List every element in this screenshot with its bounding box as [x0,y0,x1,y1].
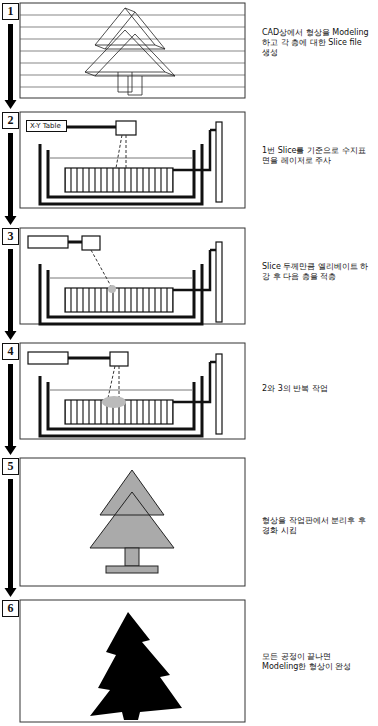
finished-panel [20,600,245,722]
step-arrow [5,24,17,109]
step-number-text: 6 [8,601,14,615]
step-description: CAD상에서 형상을 Modeling하고 각 층에 대한 Slice file… [262,28,370,58]
step-number-text: 4 [8,344,14,358]
step-number-text: 1 [8,4,14,18]
step-arrow [5,479,17,597]
step-number-text: 2 [8,113,14,127]
step-number: 4 [2,343,19,360]
step-number: 3 [2,228,19,245]
step-arrow [5,364,17,455]
elevator-panel [20,228,245,324]
step-number: 1 [2,3,19,20]
step-number: 5 [2,458,19,475]
repeat-panel [20,343,245,439]
step-description: 형상을 작업판에서 분리후 후경화 시킴 [262,516,370,536]
step-arrow [5,249,17,340]
post-cure-panel [20,458,245,586]
step-arrow [5,133,17,225]
step-number-text: 5 [8,459,14,473]
step-description: 모든 공정이 끝나면 Modeling한 형상이 완성 [262,652,370,672]
step-number: 2 [2,112,19,129]
step-number: 6 [2,600,19,617]
step-number-text: 3 [8,229,14,243]
part-name: X-Y Table [30,122,61,130]
laser-scan-panel [20,112,245,208]
step-description: 2와 3의 반복 작업 [262,384,370,394]
step-description: Slice 두께만큼 엘리베이트 하강 후 다음 층을 적층 [262,262,370,282]
cad-slice-panel [20,3,245,98]
xy-table-box: X-Y Table [26,120,67,132]
step-description: 1번 Slice를 기준으로 수지표면을 레이저로 주사 [262,146,370,166]
